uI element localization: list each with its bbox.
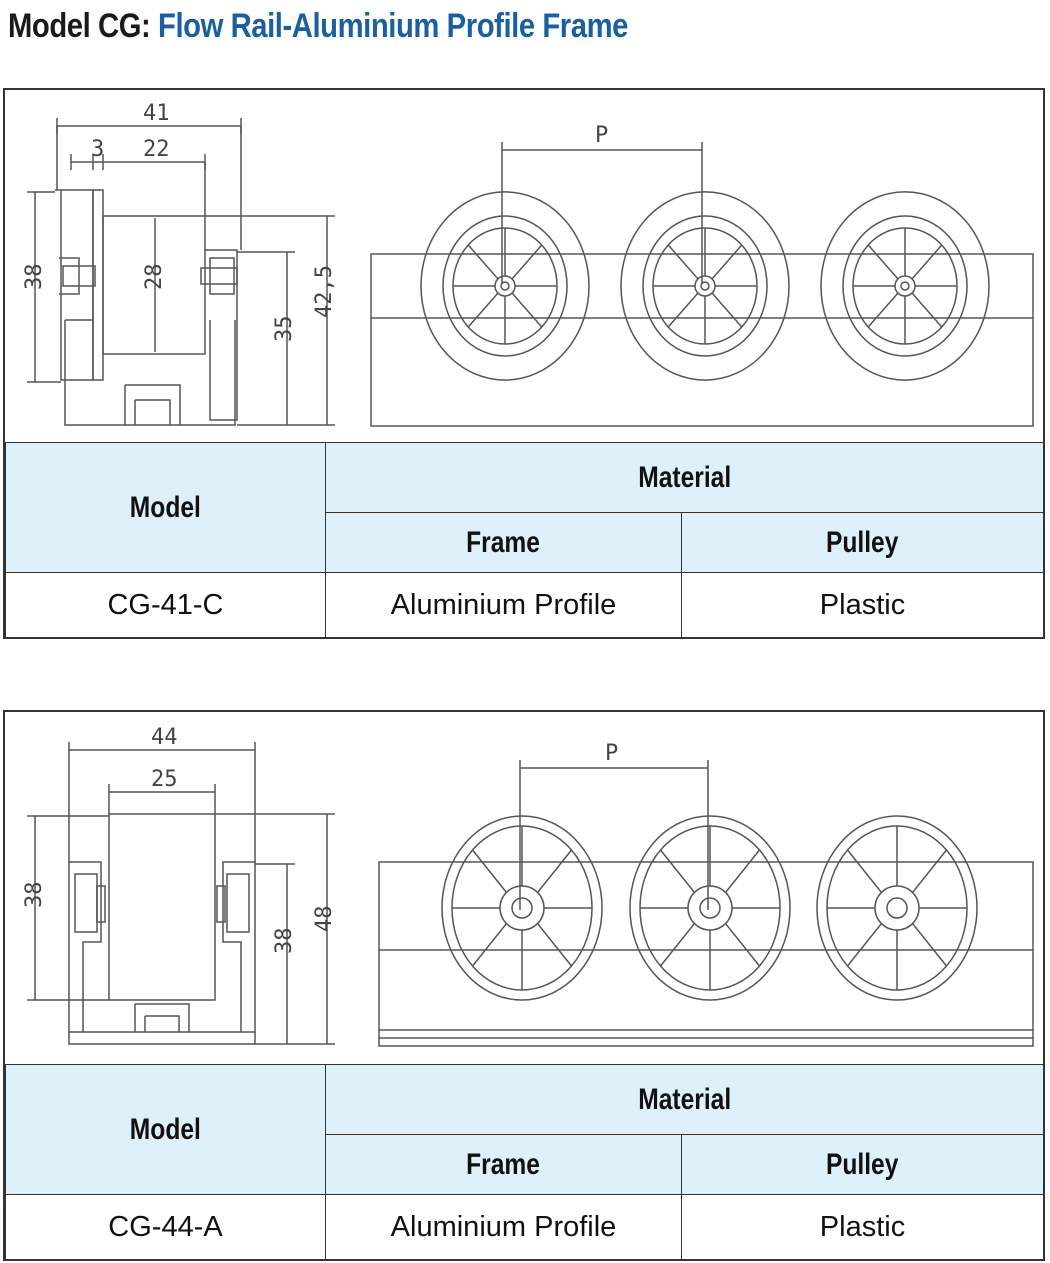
material-header: Material xyxy=(324,1064,1045,1135)
drawing-svg: 41 3 22 38 28 35 42,5 P xyxy=(22,101,1034,427)
dim-pitch: P xyxy=(605,741,618,766)
wheel-drawing xyxy=(820,191,990,381)
wheel-drawing xyxy=(420,191,590,381)
dim-total-height: 42,5 xyxy=(312,265,337,318)
dim-overall-width: 44 xyxy=(151,725,178,750)
dim-roller-height: 28 xyxy=(142,264,167,291)
dim-outer-height: 38 xyxy=(22,882,47,909)
drawing-svg: 44 25 38 38 48 P xyxy=(22,725,1034,1047)
frame-value: Aluminium Profile xyxy=(325,572,682,638)
wheel-drawing xyxy=(816,815,978,1001)
wheel-drawing xyxy=(620,191,790,381)
cross-section-drawing xyxy=(27,742,335,1045)
material-header: Material xyxy=(324,442,1045,513)
pulley-header: Pulley xyxy=(680,1134,1045,1195)
frame-value: Aluminium Profile xyxy=(325,1194,682,1260)
cross-section-drawing xyxy=(27,118,335,426)
spec-table: Model Material Frame Pulley CG-41-C Alum… xyxy=(5,442,1045,638)
model-header: Model xyxy=(5,442,326,573)
dim-flange: 3 xyxy=(91,137,104,162)
page-title: Model CG: Flow Rail-Aluminium Profile Fr… xyxy=(8,2,628,50)
dim-outer-height: 38 xyxy=(22,264,47,291)
dim-total-height: 48 xyxy=(312,906,337,933)
title-name: Flow Rail-Aluminium Profile Frame xyxy=(158,7,628,45)
wheel-drawing xyxy=(441,815,603,1001)
dim-pitch: P xyxy=(595,123,608,148)
side-view-drawing xyxy=(370,142,1034,427)
dim-rail-height: 38 xyxy=(272,928,297,955)
dim-rail-height: 35 xyxy=(272,316,297,343)
product-card-cg-41-c: 41 3 22 38 28 35 42,5 P Model Material F… xyxy=(3,88,1045,639)
title-prefix: Model CG: xyxy=(8,7,151,45)
model-value: CG-44-A xyxy=(5,1194,326,1260)
side-view-drawing xyxy=(378,760,1034,1047)
frame-header: Frame xyxy=(325,1134,682,1195)
wheels xyxy=(420,191,990,381)
dim-roller-width: 22 xyxy=(143,137,170,162)
spec-table: Model Material Frame Pulley CG-44-A Alum… xyxy=(5,1064,1045,1260)
model-header: Model xyxy=(5,1064,326,1195)
pulley-value: Plastic xyxy=(680,572,1045,638)
technical-drawing: 44 25 38 38 48 P xyxy=(5,712,1043,1066)
technical-drawing: 41 3 22 38 28 35 42,5 P xyxy=(5,90,1043,444)
wheels xyxy=(441,815,978,1001)
dim-overall-width: 41 xyxy=(143,101,170,126)
frame-header: Frame xyxy=(325,512,682,573)
pulley-header: Pulley xyxy=(680,512,1045,573)
pulley-value: Plastic xyxy=(680,1194,1045,1260)
dim-roller-width: 25 xyxy=(151,767,178,792)
product-card-cg-44-a: 44 25 38 38 48 P Model Material Frame Pu… xyxy=(3,710,1045,1261)
wheel-drawing xyxy=(629,815,791,1001)
model-value: CG-41-C xyxy=(5,572,326,638)
